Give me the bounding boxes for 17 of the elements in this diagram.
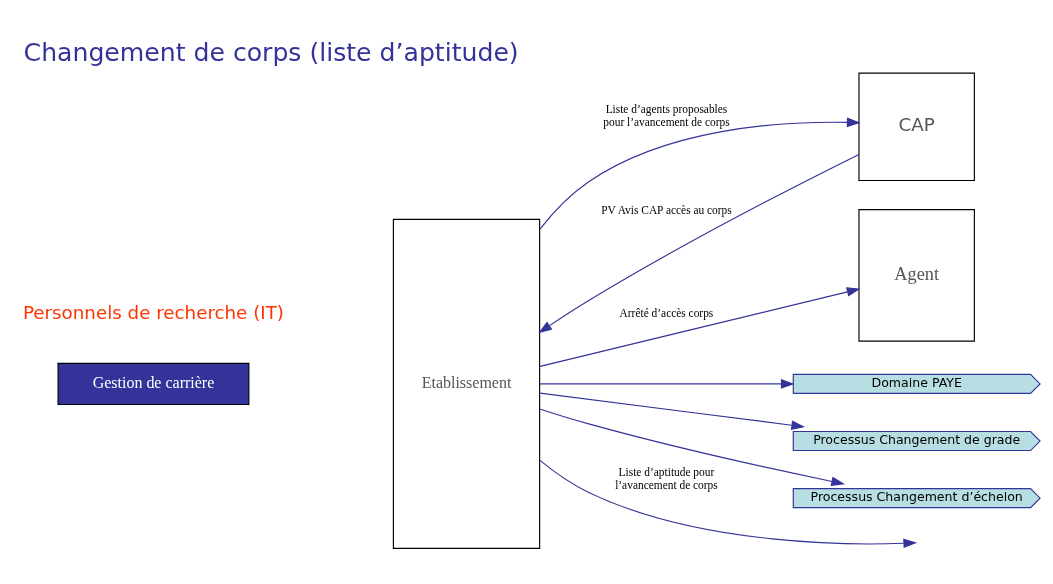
node-box: CAP (858, 72, 975, 181)
arrow (538, 153, 860, 333)
node-box: Agent (858, 208, 975, 342)
arrow (539, 378, 795, 389)
label: Gestion de carrière (92, 373, 215, 391)
label: Personnels de recherche (IT) (22, 301, 284, 323)
edge-label: Arrêté d’accès corps (619, 305, 714, 318)
edge-label: PV Avis CAP accès au corps (601, 203, 732, 216)
arrow (539, 392, 806, 430)
arrow (539, 459, 918, 548)
edge-label: Liste d’aptitude pour l’avancement de corps (615, 465, 718, 491)
edge-label: Liste d’agents proposables pour l’avancement de corps (603, 102, 730, 128)
arrow (539, 117, 861, 230)
diagram-title: Changement de corps (liste d’aptitude) (23, 37, 519, 67)
arrow (539, 286, 861, 367)
node-box: Etablissement (392, 218, 541, 549)
arrow (539, 407, 845, 486)
